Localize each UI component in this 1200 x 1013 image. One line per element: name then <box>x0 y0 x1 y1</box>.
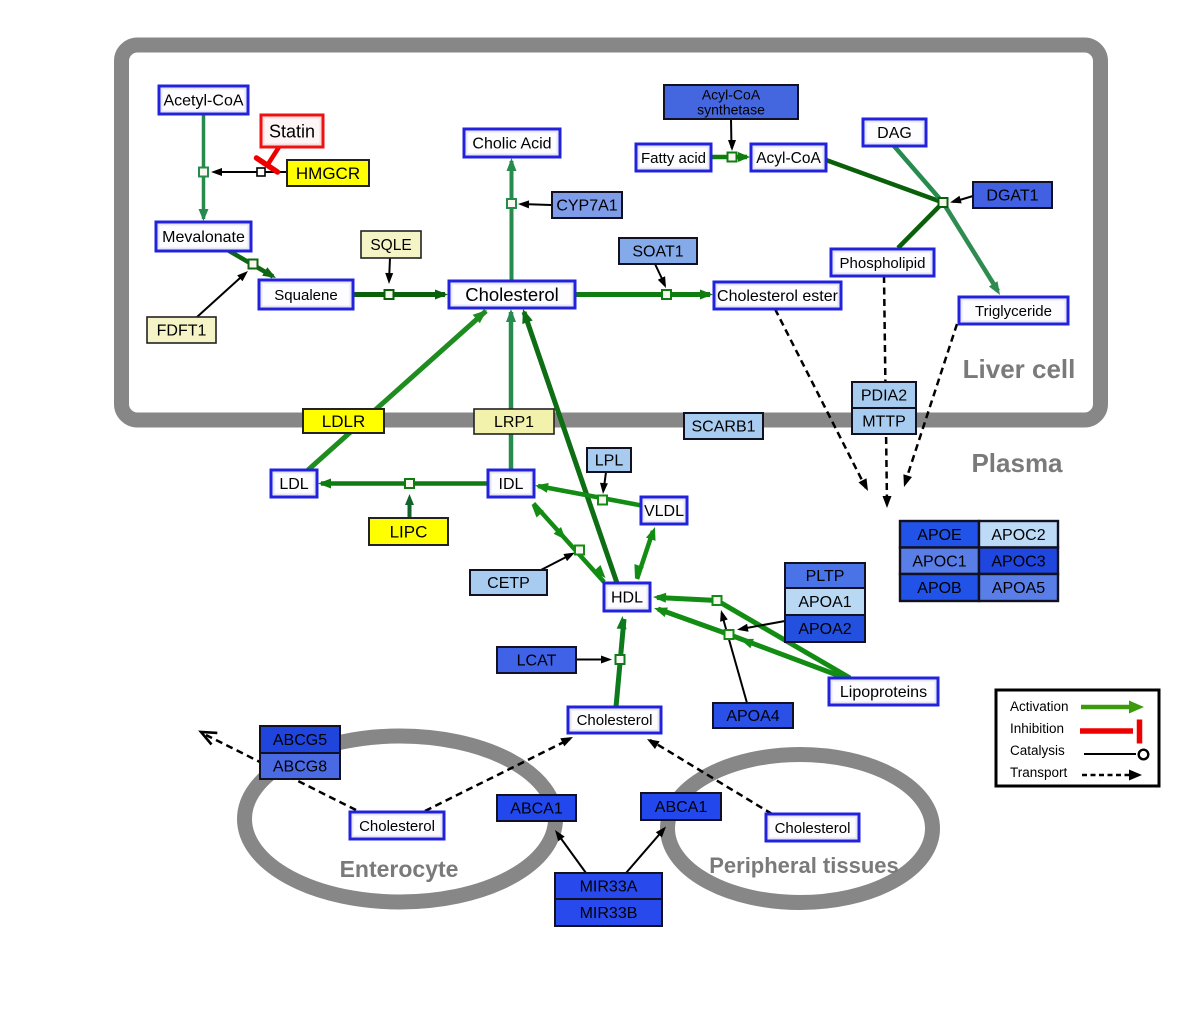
svg-text:Statin: Statin <box>269 121 315 141</box>
svg-text:Cholesterol: Cholesterol <box>775 820 851 837</box>
svg-text:MTTP: MTTP <box>862 414 906 431</box>
svg-text:IDL: IDL <box>499 476 524 493</box>
svg-text:VLDL: VLDL <box>644 503 684 520</box>
svg-text:Acyl-CoA: Acyl-CoA <box>756 150 821 167</box>
svg-text:Cholesterol ester: Cholesterol ester <box>717 288 839 305</box>
svg-text:Plasma: Plasma <box>971 448 1063 478</box>
svg-text:Cholic Acid: Cholic Acid <box>472 136 551 153</box>
svg-text:Enterocyte: Enterocyte <box>340 856 459 882</box>
svg-text:Inhibition: Inhibition <box>1010 721 1064 736</box>
svg-text:ABCA1: ABCA1 <box>510 801 563 818</box>
svg-text:APOA1: APOA1 <box>798 594 851 611</box>
svg-text:Catalysis: Catalysis <box>1010 743 1065 758</box>
svg-text:Squalene: Squalene <box>274 287 337 304</box>
svg-text:DAG: DAG <box>877 125 912 142</box>
svg-text:LCAT: LCAT <box>517 653 557 670</box>
svg-text:Triglyceride: Triglyceride <box>975 303 1052 320</box>
svg-text:MIR33A: MIR33A <box>580 879 638 896</box>
svg-text:Peripheral tissues: Peripheral tissues <box>709 853 899 878</box>
svg-text:Fatty acid: Fatty acid <box>641 150 706 167</box>
svg-text:FDFT1: FDFT1 <box>157 323 207 340</box>
svg-text:Transport: Transport <box>1010 765 1068 780</box>
svg-text:MIR33B: MIR33B <box>580 905 638 922</box>
svg-text:synthetase: synthetase <box>697 101 765 117</box>
svg-text:Phospholipid: Phospholipid <box>840 255 926 272</box>
svg-text:APOC3: APOC3 <box>991 553 1045 570</box>
svg-text:LRP1: LRP1 <box>494 414 534 431</box>
svg-text:Lipoproteins: Lipoproteins <box>840 684 927 701</box>
svg-text:ABCG8: ABCG8 <box>273 759 327 776</box>
svg-text:Liver cell: Liver cell <box>963 354 1076 384</box>
svg-text:Mevalonate: Mevalonate <box>162 229 245 246</box>
svg-text:APOA2: APOA2 <box>798 621 851 638</box>
svg-text:ABCG5: ABCG5 <box>273 732 327 749</box>
svg-text:SCARB1: SCARB1 <box>691 419 755 436</box>
svg-text:LIPC: LIPC <box>390 523 428 542</box>
svg-text:Acetyl-CoA: Acetyl-CoA <box>163 93 243 110</box>
svg-text:Activation: Activation <box>1010 699 1069 714</box>
svg-text:ABCA1: ABCA1 <box>655 799 708 816</box>
svg-text:SQLE: SQLE <box>370 237 411 254</box>
svg-text:LPL: LPL <box>595 453 624 470</box>
svg-text:PDIA2: PDIA2 <box>861 388 907 405</box>
svg-text:HMGCR: HMGCR <box>296 164 360 183</box>
svg-text:Cholesterol: Cholesterol <box>465 284 559 305</box>
svg-text:APOE: APOE <box>917 527 961 544</box>
svg-text:APOA4: APOA4 <box>726 708 779 725</box>
svg-text:CETP: CETP <box>487 575 530 592</box>
svg-text:SOAT1: SOAT1 <box>632 244 683 261</box>
svg-text:APOA5: APOA5 <box>992 580 1045 597</box>
svg-text:PLTP: PLTP <box>806 568 845 585</box>
svg-text:APOC1: APOC1 <box>912 553 966 570</box>
svg-text:HDL: HDL <box>611 590 643 607</box>
svg-text:CYP7A1: CYP7A1 <box>556 198 617 215</box>
svg-text:APOB: APOB <box>917 580 961 597</box>
svg-text:LDLR: LDLR <box>322 412 365 431</box>
svg-text:APOC2: APOC2 <box>991 527 1045 544</box>
svg-text:DGAT1: DGAT1 <box>986 188 1038 205</box>
svg-text:LDL: LDL <box>279 476 308 493</box>
svg-text:Acyl-CoA: Acyl-CoA <box>702 86 761 102</box>
svg-text:Cholesterol: Cholesterol <box>359 818 435 835</box>
svg-text:Cholesterol: Cholesterol <box>577 712 653 729</box>
